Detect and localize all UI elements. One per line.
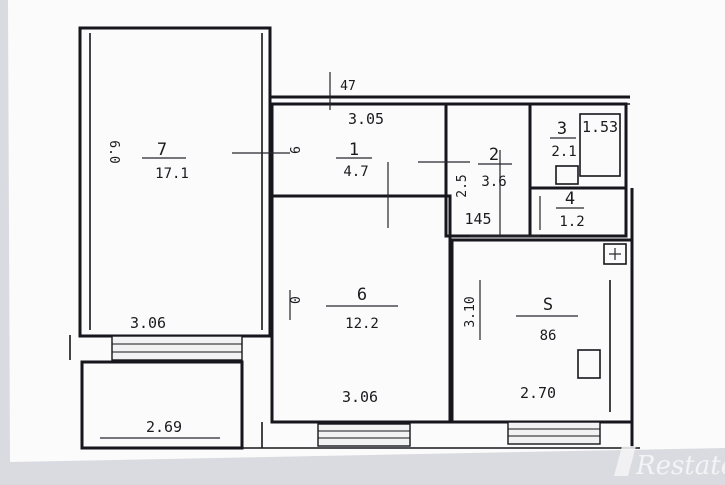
dim-room6-side: 0 — [286, 296, 301, 304]
room-3-number: 3 — [557, 119, 567, 139]
window-room-6 — [317, 423, 411, 447]
dim-room1-top: 47 — [340, 79, 356, 94]
dim-room6-width: 3.06 — [342, 388, 378, 406]
dim-room5-side: 3.10 — [463, 296, 478, 327]
restate-logo: Restate — [614, 446, 725, 481]
window-room-7 — [111, 335, 243, 361]
room-2-number: 2 — [489, 145, 499, 165]
room-4-outline — [528, 186, 628, 238]
dim-room5-width: 2.70 — [520, 384, 556, 402]
dim-balcony-width: 2.69 — [146, 418, 182, 436]
room-labels: 7 17.1 1 4.7 2 3.6 3 2.1 4 1.2 S 86 6 12… — [142, 119, 585, 344]
windows — [111, 335, 601, 447]
dimensions: 3.06 6.0 2.69 3.05 47 9 3.06 0 2.5 145 1… — [100, 79, 618, 439]
dim-room1-side: 9 — [286, 146, 301, 154]
dim-room2-side: 2.5 — [455, 174, 470, 197]
room-5-area: 86 — [540, 328, 557, 344]
room-6-outline — [270, 194, 452, 424]
room-6-area: 12.2 — [345, 316, 379, 332]
dim-room7-length: 6.0 — [106, 140, 121, 163]
dim-room7-width: 3.06 — [130, 314, 166, 332]
window-room-5 — [507, 421, 601, 445]
room-1-area: 4.7 — [343, 164, 368, 180]
dim-room2-bottom: 145 — [464, 210, 491, 228]
bath-fixture — [579, 113, 621, 177]
room-4-area: 1.2 — [559, 214, 584, 230]
room-2-area: 3.6 — [481, 174, 506, 190]
vent-fixture — [603, 243, 627, 265]
dim-room3-top: 1.53 — [582, 118, 618, 136]
stove-fixture — [577, 349, 601, 379]
room-3-area: 2.1 — [551, 144, 576, 160]
room-6-number: 6 — [357, 285, 367, 305]
toilet-fixture — [555, 165, 579, 185]
walls — [69, 26, 640, 450]
logo-mark-icon — [614, 446, 636, 476]
room-7-area: 17.1 — [155, 166, 189, 182]
room-1-number: 1 — [349, 140, 359, 160]
room-7-number: 7 — [157, 140, 167, 160]
room-4-number: 4 — [565, 189, 575, 209]
dim-room1-width: 3.05 — [348, 110, 384, 128]
room-5-number: S — [543, 295, 553, 315]
logo-text: Restate — [635, 451, 725, 481]
balcony-outline — [80, 360, 244, 450]
